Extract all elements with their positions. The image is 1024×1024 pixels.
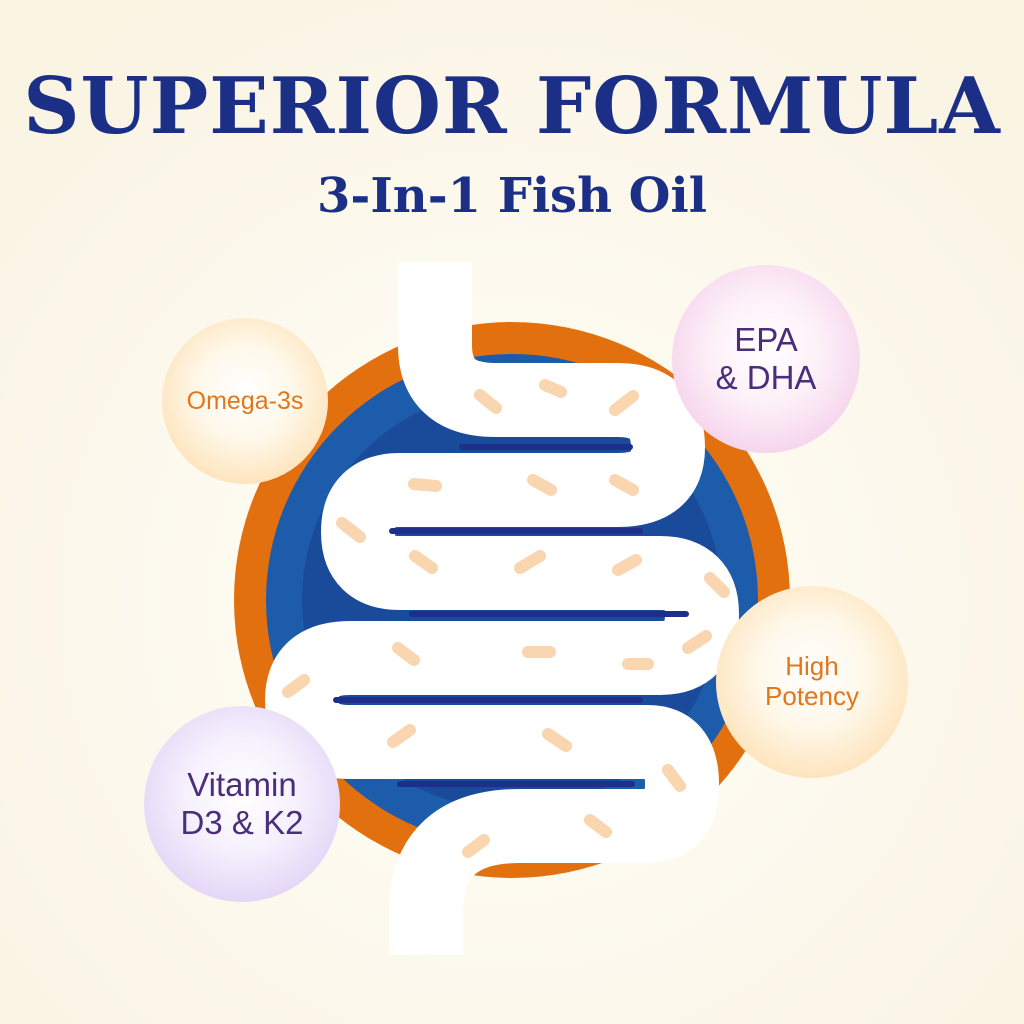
- badge-epa-line2: & DHA: [715, 359, 817, 396]
- badge-epa-dha: EPA & DHA: [672, 265, 860, 453]
- badge-omega-3s: Omega-3s: [162, 318, 328, 484]
- intestine-tube: [265, 262, 739, 955]
- nutrient-dots: [282, 379, 730, 858]
- page-title: SUPERIOR FORMULA: [23, 61, 1001, 152]
- badge-potency-line2: Potency: [765, 681, 859, 711]
- badge-vitamin-line2: D3 & K2: [180, 804, 304, 841]
- badge-vitamin-d3-k2: Vitamin D3 & K2: [144, 706, 340, 902]
- badge-potency-line1: High: [785, 651, 839, 682]
- badge-omega-label: Omega-3s: [186, 386, 304, 415]
- badge-high-potency: High Potency: [716, 586, 908, 778]
- page-subtitle: 3-In-1 Fish Oil: [317, 168, 707, 224]
- badge-vitamin-line1: Vitamin: [187, 766, 297, 804]
- fold-lines: [333, 444, 689, 787]
- badge-epa-line1: EPA: [734, 321, 798, 359]
